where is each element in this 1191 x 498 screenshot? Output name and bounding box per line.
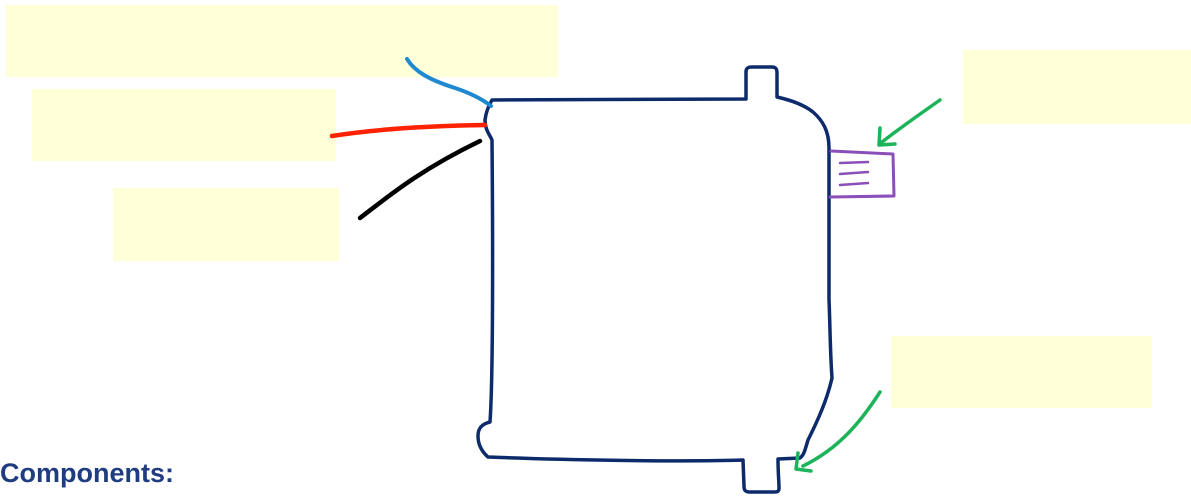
label-box-bottom-tab xyxy=(891,336,1152,408)
connector-line-3 xyxy=(838,181,870,187)
components-heading: Components: xyxy=(0,458,174,488)
label-box-connector xyxy=(963,50,1191,124)
label-box-black-wire xyxy=(113,188,339,261)
label-box-red-wire xyxy=(32,89,336,161)
arrow-to-connector xyxy=(880,98,942,144)
blue-wire xyxy=(405,57,493,108)
arrow-to-bottom-tab-head xyxy=(794,451,813,473)
arrow-to-bottom-tab xyxy=(801,390,882,468)
connector-outline xyxy=(828,149,896,199)
device-body-outline xyxy=(476,65,834,494)
arrow-to-connector-head xyxy=(877,126,897,147)
connector-line-1 xyxy=(838,160,870,165)
connector-line-2 xyxy=(838,170,870,176)
label-box-blue-wire xyxy=(6,5,558,77)
red-wire xyxy=(329,122,488,139)
black-wire xyxy=(357,138,483,221)
